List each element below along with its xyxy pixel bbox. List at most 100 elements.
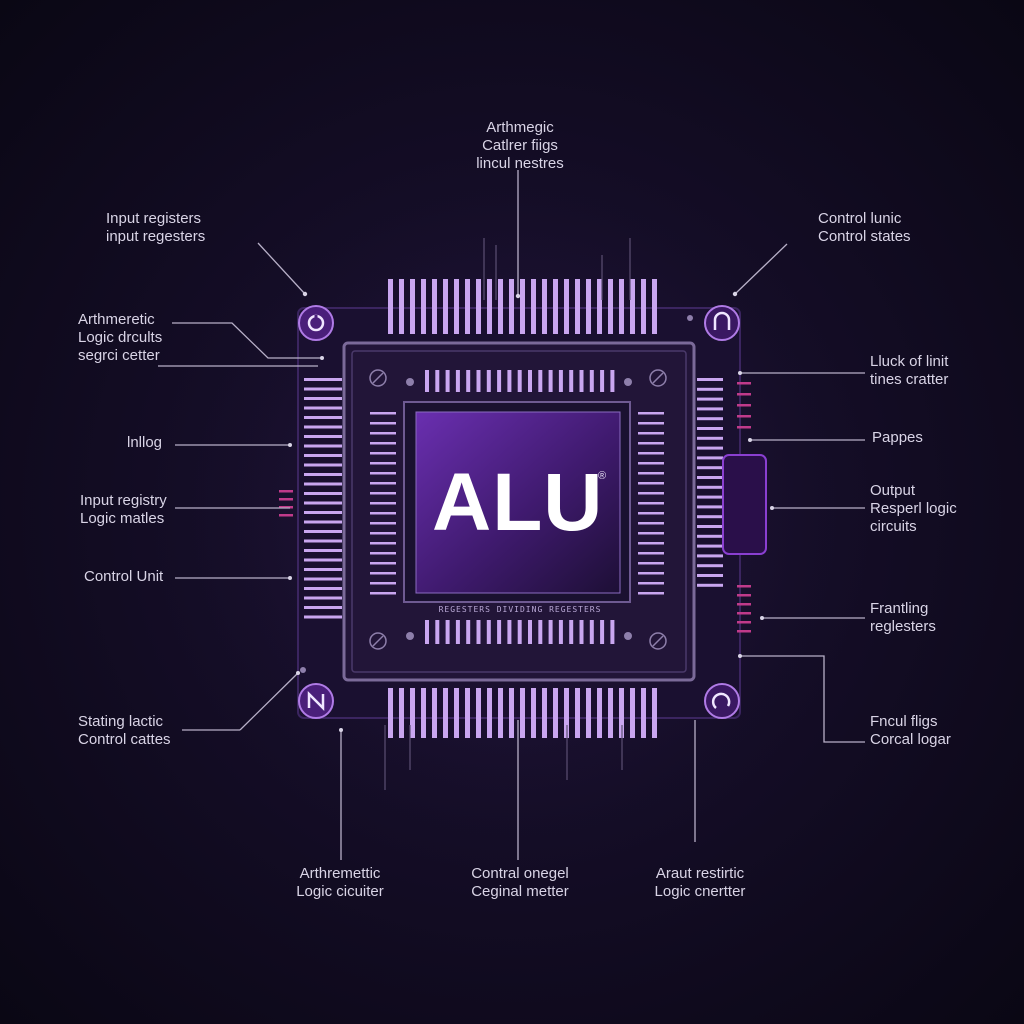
pad-inner-left [370,502,396,505]
pin-bottom [465,688,470,738]
pin-right [697,534,723,538]
pin-left [304,615,342,619]
pad-inner-top [589,370,594,392]
pin-top [454,279,459,334]
pad-inner-bottom [558,620,563,644]
pin-groups [279,279,751,738]
pin-bottom [619,688,624,738]
pad-inner-right [638,462,664,465]
pad-inner-bottom [569,620,574,644]
accent-tick-right [737,404,751,407]
pin-top [388,279,393,334]
accent-tick-right-lower [737,585,751,588]
accent-tick-right [737,426,751,429]
pin-right [697,485,723,489]
pad-inner-top [610,370,615,392]
pin-right [697,525,723,528]
label-left-4: Control Unit [84,568,164,585]
pin-right [697,378,723,381]
pad-inner-bottom [517,620,522,644]
pin-left [304,378,342,381]
pad-inner-left [370,412,396,415]
pin-bottom [575,688,580,738]
pad-inner-right [638,482,664,485]
pin-left [304,577,342,581]
pin-bottom [443,688,448,738]
pin-left [304,606,342,609]
pad-inner-right [638,532,664,535]
pin-right [697,564,723,568]
leader-lines [158,170,865,860]
pad-inner-top [538,370,543,392]
pad-inner-top [507,370,512,392]
pad-inner-left [370,462,396,465]
accent-tick-right [737,393,751,396]
accent-tick-left [279,506,293,509]
pad-inner-bottom [610,620,615,644]
die-caption: REGESTERS DIVIDING REGESTERS [438,605,602,614]
pad-inner-left [370,422,396,425]
pin-left [304,539,342,543]
label-right-2: Pappes [872,429,923,446]
pin-top [641,279,646,334]
pad-inner-left [370,542,396,545]
pad-inner-left [370,582,396,585]
pin-left [304,587,342,590]
pin-top [630,279,635,334]
alu-title: ALU [432,457,604,548]
pad-inner-bottom [538,620,543,644]
pin-right [697,583,723,587]
pin-left [304,473,342,476]
pin-top [432,279,437,334]
pin-bottom [421,688,426,738]
pin-top [465,279,470,334]
pin-top [443,279,448,334]
accent-tick-right-lower [737,594,751,597]
pad-inner-top [445,370,450,392]
pin-bottom [487,688,492,738]
pad-inner-right [638,502,664,505]
accent-tick-left [279,490,293,493]
pin-top [399,279,404,334]
pad-inner-top [579,370,584,392]
pad-inner-top [486,370,491,392]
pad-inner-left [370,552,396,555]
pad-inner-top [435,370,440,392]
pin-right [697,446,723,450]
pin-top [608,279,613,334]
pad-inner-bottom [600,620,605,644]
pin-bottom [597,688,602,738]
pin-bottom [399,688,404,738]
pad-inner-right [638,552,664,555]
pin-right [697,456,723,460]
pad-inner-top [425,370,429,392]
accent-tick-right-lower [737,612,751,615]
pin-bottom [388,688,393,738]
pad-inner-top [455,370,460,392]
pad-inner-left [370,522,396,525]
pad-inner-right [638,512,664,515]
pad-inner-bottom [579,620,584,644]
pin-top [509,279,514,334]
pin-right [697,427,723,430]
accent-tick-left [279,514,293,517]
pin-right [697,505,723,509]
pin-right [697,495,723,499]
pad-inner-bottom [507,620,512,644]
pin-bottom [410,688,415,738]
pad-inner-right [638,562,664,565]
pad-inner-left [370,482,396,485]
pad-inner-right [638,472,664,475]
pin-left [304,530,342,533]
pad-inner-top [497,370,502,392]
pin-left [304,596,342,600]
pin-bottom [531,688,536,738]
pin-left [304,492,342,495]
pin-right [697,397,723,401]
